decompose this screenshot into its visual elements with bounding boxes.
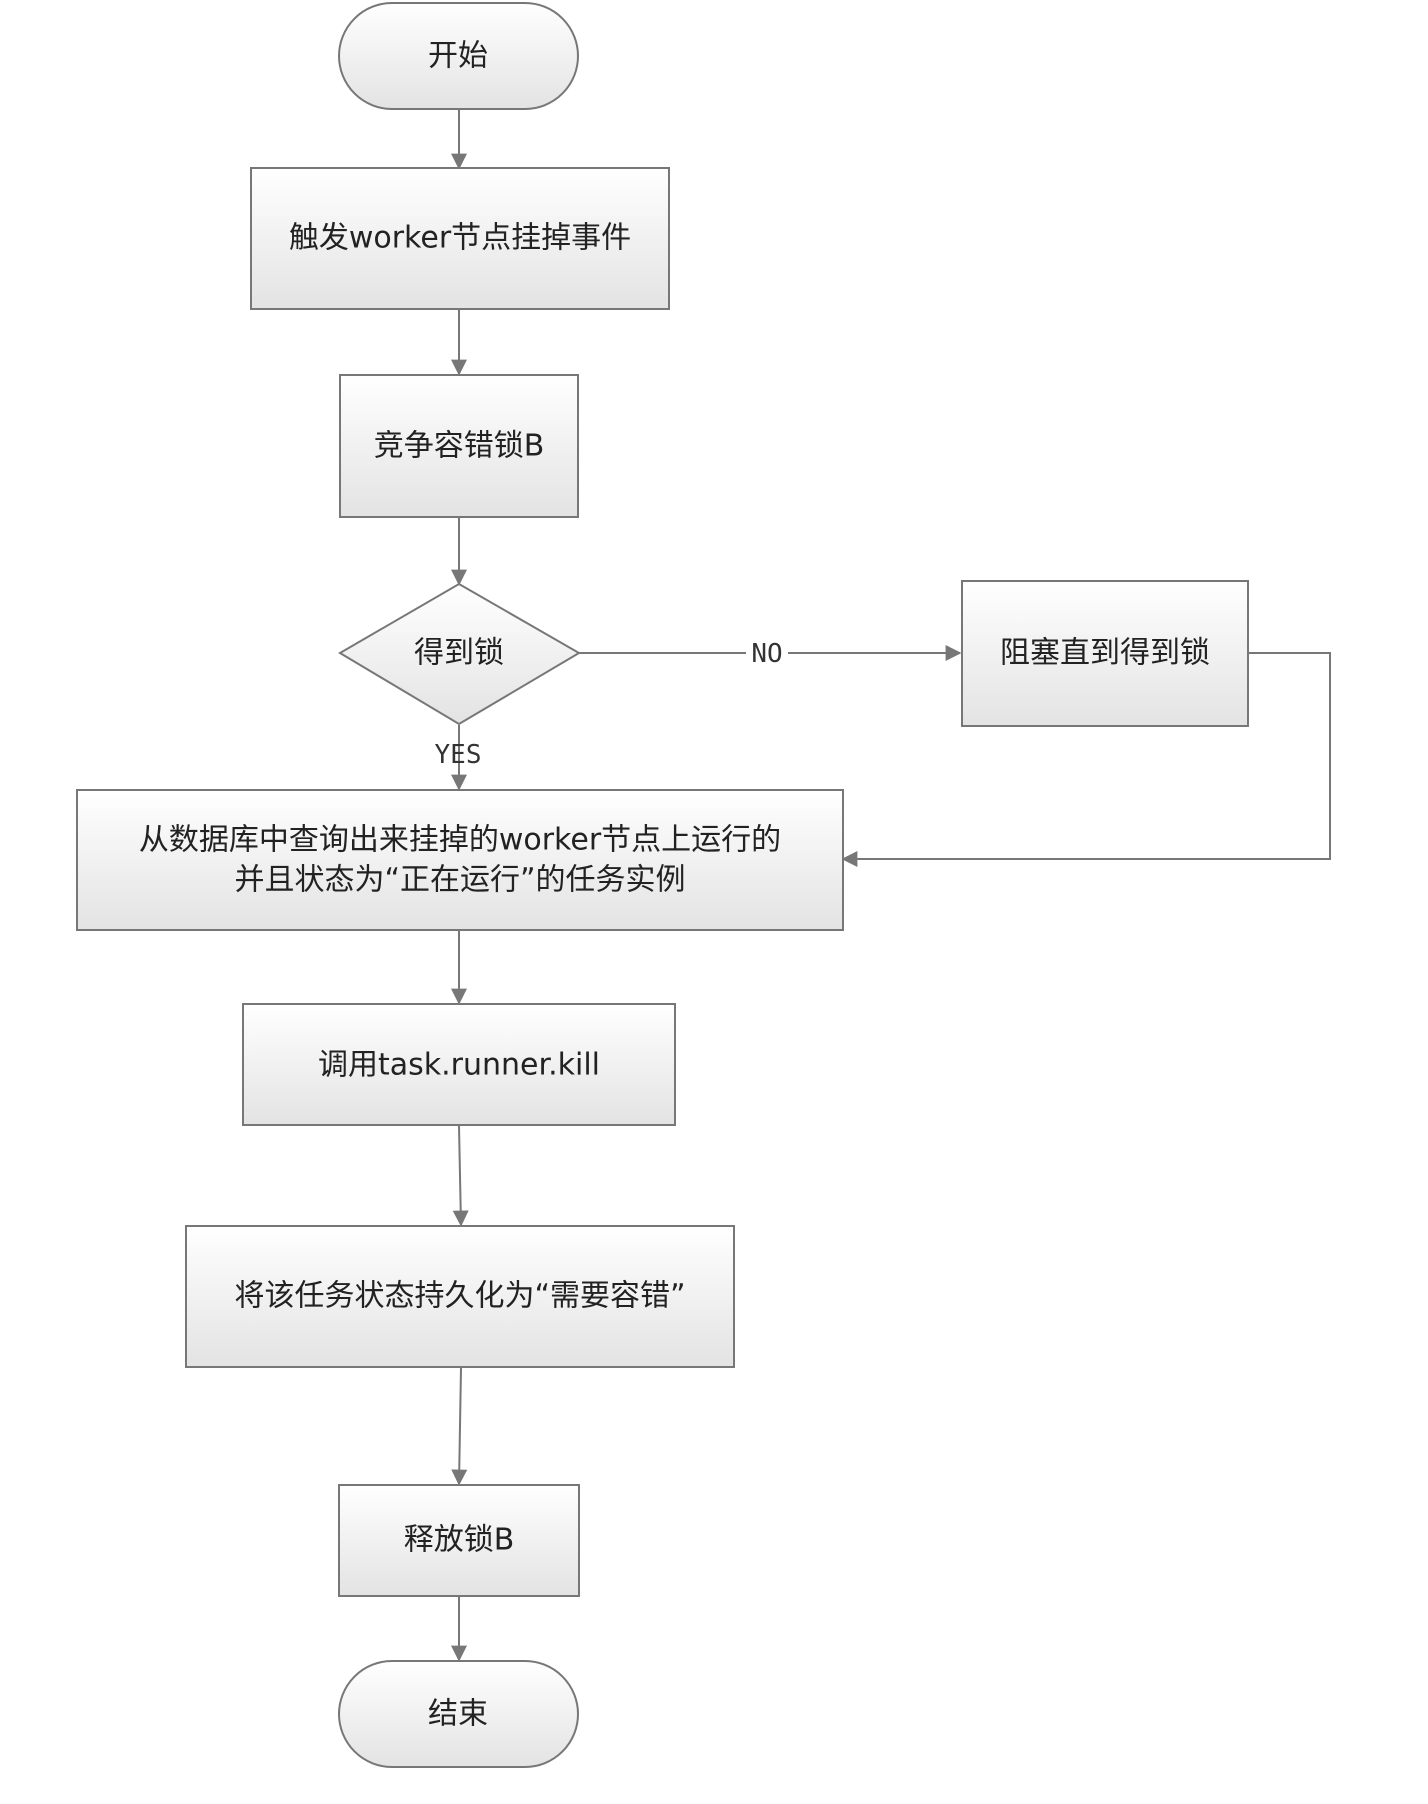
end-node: 结束 (338, 1660, 579, 1768)
edge-block-query (841, 652, 1331, 867)
query-label-line2: 并且状态为“正在运行”的任务实例 (234, 863, 685, 898)
start-label: 开始 (428, 39, 488, 74)
persist-label: 将该任务状态持久化为“需要容错” (234, 1279, 685, 1314)
no-label-bg (746, 636, 788, 670)
block-label: 阻塞直到得到锁 (1000, 636, 1210, 671)
decision-shape (338, 582, 581, 726)
block-node: 阻塞直到得到锁 (961, 580, 1249, 727)
edges (451, 110, 1331, 1662)
trigger-node: 触发worker节点挂掉事件 (250, 167, 670, 310)
persist-shape (185, 1225, 735, 1368)
start-shape (338, 2, 579, 110)
trigger-label: 触发worker节点挂掉事件 (289, 221, 631, 256)
compete-node: 竞争容错锁B (339, 374, 579, 518)
edge-kill-persist (452, 1125, 469, 1227)
end-shape (338, 1660, 579, 1768)
release-label: 释放锁B (404, 1523, 515, 1558)
yes-label: YES (435, 740, 482, 770)
persist-node: 将该任务状态持久化为“需要容错” (185, 1225, 735, 1368)
decision-node: 得到锁 (338, 582, 581, 726)
release-node: 释放锁B (338, 1484, 580, 1597)
edge-persist-release (451, 1367, 468, 1486)
release-shape (338, 1484, 580, 1597)
query-label-line1: 从数据库中查询出来挂掉的worker节点上运行的 (139, 823, 781, 858)
compete-shape (339, 374, 579, 518)
kill-node: 调用task.runner.kill (242, 1003, 676, 1126)
query-shape (76, 789, 844, 931)
no-label: NO (751, 639, 782, 669)
kill-label: 调用task.runner.kill (318, 1048, 600, 1083)
kill-shape (242, 1003, 676, 1126)
query-node: 从数据库中查询出来挂掉的worker节点上运行的 并且状态为“正在运行”的任务实… (76, 789, 844, 931)
decision-label: 得到锁 (414, 636, 504, 671)
start-node: 开始 (338, 2, 579, 110)
block-shape (961, 580, 1249, 727)
trigger-shape (250, 167, 670, 310)
end-label: 结束 (428, 1697, 488, 1732)
compete-label: 竞争容错锁B (374, 429, 545, 464)
